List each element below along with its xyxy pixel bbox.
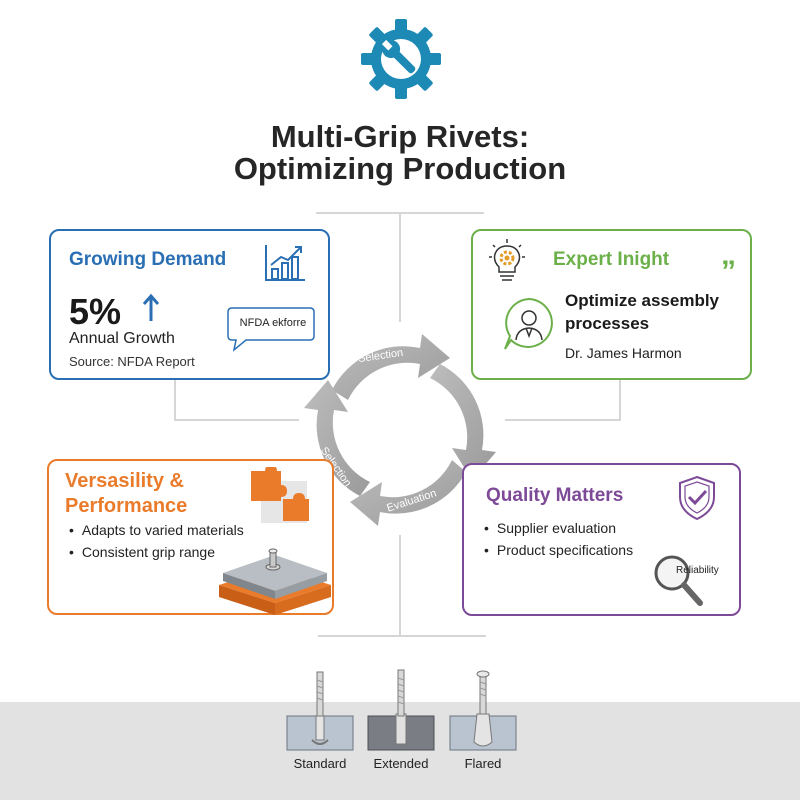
magnifier-label: Reliability: [676, 565, 719, 576]
growth-source: Source: NFDA Report: [69, 354, 195, 369]
connector-right-v: [619, 380, 621, 420]
connector-left-h: [174, 419, 299, 421]
expert-quote: Optimize assembly processes: [565, 291, 720, 333]
speech-bubble-text: NFDA ekforre: [239, 317, 307, 329]
up-arrow-icon: [142, 293, 160, 321]
versatility-bullet: Consistent grip range: [69, 541, 244, 563]
flared-rivet-illustration: [449, 670, 517, 751]
quality-title: Quality Matters: [486, 485, 624, 506]
process-cycle-diagram: [304, 334, 496, 526]
gear-wrench-icon: [361, 19, 441, 99]
versatility-card: Versasility & Performance Adapts to vari…: [47, 459, 334, 615]
expert-insight-card: Expert Inight ” Optimize assembly proces…: [471, 229, 752, 380]
puzzle-pieces-icon: [251, 467, 309, 523]
versatility-title-line2: Performance: [65, 495, 188, 517]
growing-demand-card: Growing Demand 5% Annual Growth Source: …: [49, 229, 330, 380]
quality-bullet: Supplier evaluation: [484, 517, 633, 539]
magnifier-icon: [654, 555, 703, 606]
versatility-bullet: Adapts to varied materials: [69, 519, 244, 541]
quality-bullets: Supplier evaluation Product specificatio…: [484, 517, 633, 561]
cycle-arrow-right: [430, 364, 496, 480]
growth-stat-label: Annual Growth: [69, 330, 175, 347]
versatility-title-line1: Versasility &: [65, 470, 184, 492]
connector-top-v: [399, 212, 401, 322]
connector-left-v: [174, 380, 176, 420]
versatility-bullets: Adapts to varied materials Consistent gr…: [69, 519, 244, 563]
extended-rivet-illustration: [367, 669, 435, 751]
lightbulb-gear-icon: [489, 239, 525, 281]
cycle-arrow-top: [332, 334, 450, 400]
quote-marks-icon: ”: [721, 255, 736, 288]
rivet-label-standard: Standard: [293, 756, 347, 771]
page-title: Multi-Grip Rivets:: [270, 119, 530, 154]
page-subtitle: Optimizing Production: [233, 151, 567, 186]
cycle-arrow-left: [304, 380, 370, 496]
connector-bottom-v: [399, 535, 401, 635]
connector-bottom-h: [318, 635, 486, 637]
standard-rivet-illustration: [286, 671, 354, 751]
growth-stat: 5%: [69, 291, 122, 332]
connector-right-h: [505, 419, 621, 421]
quality-card: Quality Matters Supplier evaluation Prod…: [462, 463, 741, 616]
expert-avatar-icon: [504, 297, 553, 350]
speech-bubble-icon: [227, 307, 315, 352]
quality-bullet: Product specifications: [484, 539, 633, 561]
shield-check-icon: [679, 475, 715, 521]
cycle-arrow-bottom: [350, 460, 466, 526]
rivet-label-flared: Flared: [464, 756, 502, 771]
rivet-layers-illustration: [219, 548, 331, 615]
growing-demand-title: Growing Demand: [69, 249, 227, 270]
expert-insight-title: Expert Inight: [553, 249, 670, 270]
expert-name: Dr. James Harmon: [565, 345, 682, 361]
rivet-label-extended: Extended: [373, 756, 429, 771]
bar-chart-growth-icon: [265, 245, 305, 281]
